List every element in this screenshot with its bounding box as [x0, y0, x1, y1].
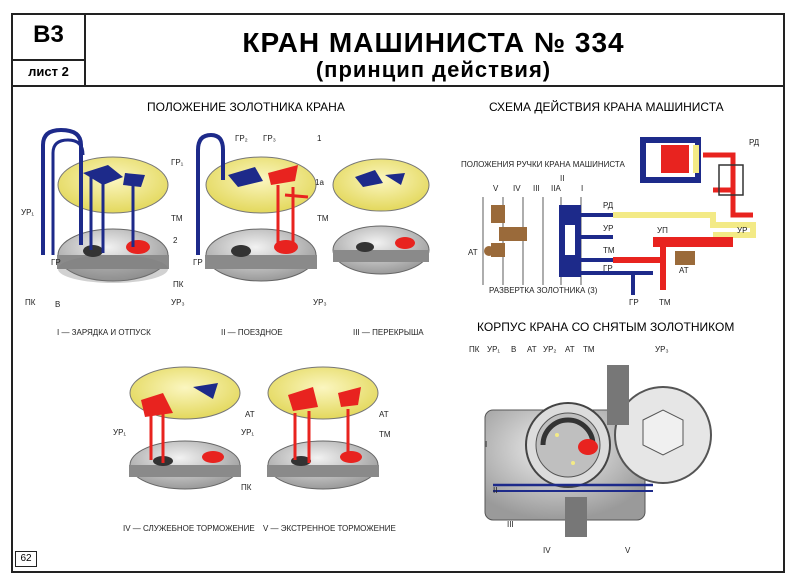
label-ur2-body: УР₂ — [543, 345, 557, 354]
label-ur-scheme: УР — [603, 224, 613, 233]
scheme-pos-v: V — [493, 184, 499, 193]
label-ur-right: УР — [737, 226, 747, 235]
label-ur1-body: УР₁ — [487, 345, 500, 354]
body-pos-v: V — [625, 546, 631, 555]
label-at: АТ — [245, 410, 255, 419]
label-rd-scheme: РД — [603, 201, 614, 210]
label-pk-2: ПК — [173, 280, 184, 289]
label-at-right: АТ — [679, 266, 689, 275]
caption-position-4: IV — СЛУЖЕБНОЕ ТОРМОЖЕНИЕ — [123, 524, 255, 533]
label-n1a: 1а — [315, 178, 324, 187]
label-ur3-2: УР₃ — [313, 298, 327, 307]
caption-position-5: V — ЭКСТРЕННОЕ ТОРМОЖЕНИЕ — [263, 524, 396, 533]
spool-unfold-label: РАЗВЕРТКА ЗОЛОТНИКА (3) — [489, 286, 598, 295]
body-pos-iv: IV — [543, 546, 551, 555]
code-box: В3 лист 2 — [13, 15, 86, 87]
scheme-pos-iii: III — [533, 184, 540, 193]
scheme-pos-ii: II — [560, 174, 564, 183]
label-tm-body: ТМ — [583, 345, 595, 354]
body-pos-i: I — [485, 440, 487, 449]
label-gr2: ГР₂ — [235, 134, 248, 143]
label-pk-body: ПК — [469, 345, 480, 354]
label-v-body: В — [511, 345, 516, 354]
label-gr3: ГР₃ — [263, 134, 276, 143]
label-tm-scheme: ТМ — [603, 246, 615, 255]
crane-body: ПК УР₁ В АТ УР₂ АТ ТМ УР₃ I II III IV V — [469, 345, 712, 555]
scheme-pos-iia: IIА — [551, 184, 561, 193]
positions-title: ПОЛОЖЕНИЕ ЗОЛОТНИКА КРАНА — [147, 100, 345, 114]
spool-position-2: ГР₁ ГР₂ ГР₃ 1 1а ТМ 2 ГР ПК УР₃ II — ПОЕ… — [171, 132, 329, 337]
label-up: УП — [657, 226, 668, 235]
sheet-number: лист 2 — [13, 59, 84, 79]
label-at-body: АТ — [527, 345, 537, 354]
page-number: 62 — [15, 551, 37, 567]
label-gr: ГР — [51, 258, 61, 267]
label-ur1: УР₁ — [21, 208, 34, 217]
label-at-5: АТ — [379, 410, 389, 419]
spool-position-5: УР₁ АТ ТМ ПК V — ЭКСТРЕННОЕ ТОРМОЖЕНИЕ — [241, 366, 396, 533]
label-gr1: ГР₁ — [171, 158, 184, 167]
label-ur3: УР₃ — [171, 298, 185, 307]
body-pos-ii: II — [493, 486, 497, 495]
sheet-frame: В3 лист 2 КРАН МАШИНИСТА № 334 (принцип … — [11, 13, 785, 573]
label-gr-2: ГР — [193, 258, 203, 267]
label-v: В — [55, 300, 60, 309]
label-at2-body: АТ — [565, 345, 575, 354]
label-n2: 2 — [173, 236, 178, 245]
spool-position-3: III — ПЕРЕКРЫША — [332, 158, 430, 337]
caption-position-2: II — ПОЕЗДНОЕ — [221, 328, 283, 337]
scheme-title: СХЕМА ДЕЙСТВИЯ КРАНА МАШИНИСТА — [489, 100, 724, 114]
header-divider — [84, 85, 783, 87]
page-title: КРАН МАШИНИСТА № 334 — [242, 27, 625, 58]
operation-scheme: ПОЛОЖЕНИЯ РУЧКИ КРАНА МАШИНИСТА РАЗВЕРТК… — [461, 137, 760, 307]
page-subtitle: (принцип действия) — [315, 57, 552, 82]
label-pk: ПК — [25, 298, 36, 307]
label-ur1-5: УР₁ — [241, 428, 254, 437]
handle-positions-label: ПОЛОЖЕНИЯ РУЧКИ КРАНА МАШИНИСТА — [461, 160, 626, 169]
caption-position-3: III — ПЕРЕКРЫША — [353, 328, 424, 337]
body-pos-iii: III — [507, 520, 514, 529]
label-ur1-4: УР₁ — [113, 428, 126, 437]
diagram-canvas: УР₁ ГР ПК В ТМ УР₃ I — ЗАРЯДКА И ОТПУСК … — [21, 127, 760, 555]
caption-position-1: I — ЗАРЯДКА И ОТПУСК — [57, 328, 151, 337]
sheet-code: В3 — [33, 21, 64, 48]
label-rd-top: РД — [749, 138, 760, 147]
label-pk-5: ПК — [241, 483, 252, 492]
label-tm-2: ТМ — [317, 214, 329, 223]
label-gr-bottom: ГР — [629, 298, 639, 307]
spool-position-4: УР₁ АТ IV — СЛУЖЕБНОЕ ТОРМОЖЕНИЕ — [113, 366, 255, 533]
scheme-pos-iv: IV — [513, 184, 521, 193]
label-ur3-body: УР₃ — [655, 345, 669, 354]
scheme-pos-i: I — [581, 184, 583, 193]
label-tm: ТМ — [171, 214, 183, 223]
body-title: КОРПУС КРАНА СО СНЯТЫМ ЗОЛОТНИКОМ — [477, 320, 735, 334]
label-gr-scheme: ГР — [603, 264, 613, 273]
spool-position-1: УР₁ ГР ПК В ТМ УР₃ I — ЗАРЯДКА И ОТПУСК — [21, 127, 185, 337]
label-n1: 1 — [317, 134, 322, 143]
label-tm-5: ТМ — [379, 430, 391, 439]
label-tm-bottom: ТМ — [659, 298, 671, 307]
label-at-scheme: АТ — [468, 248, 478, 257]
